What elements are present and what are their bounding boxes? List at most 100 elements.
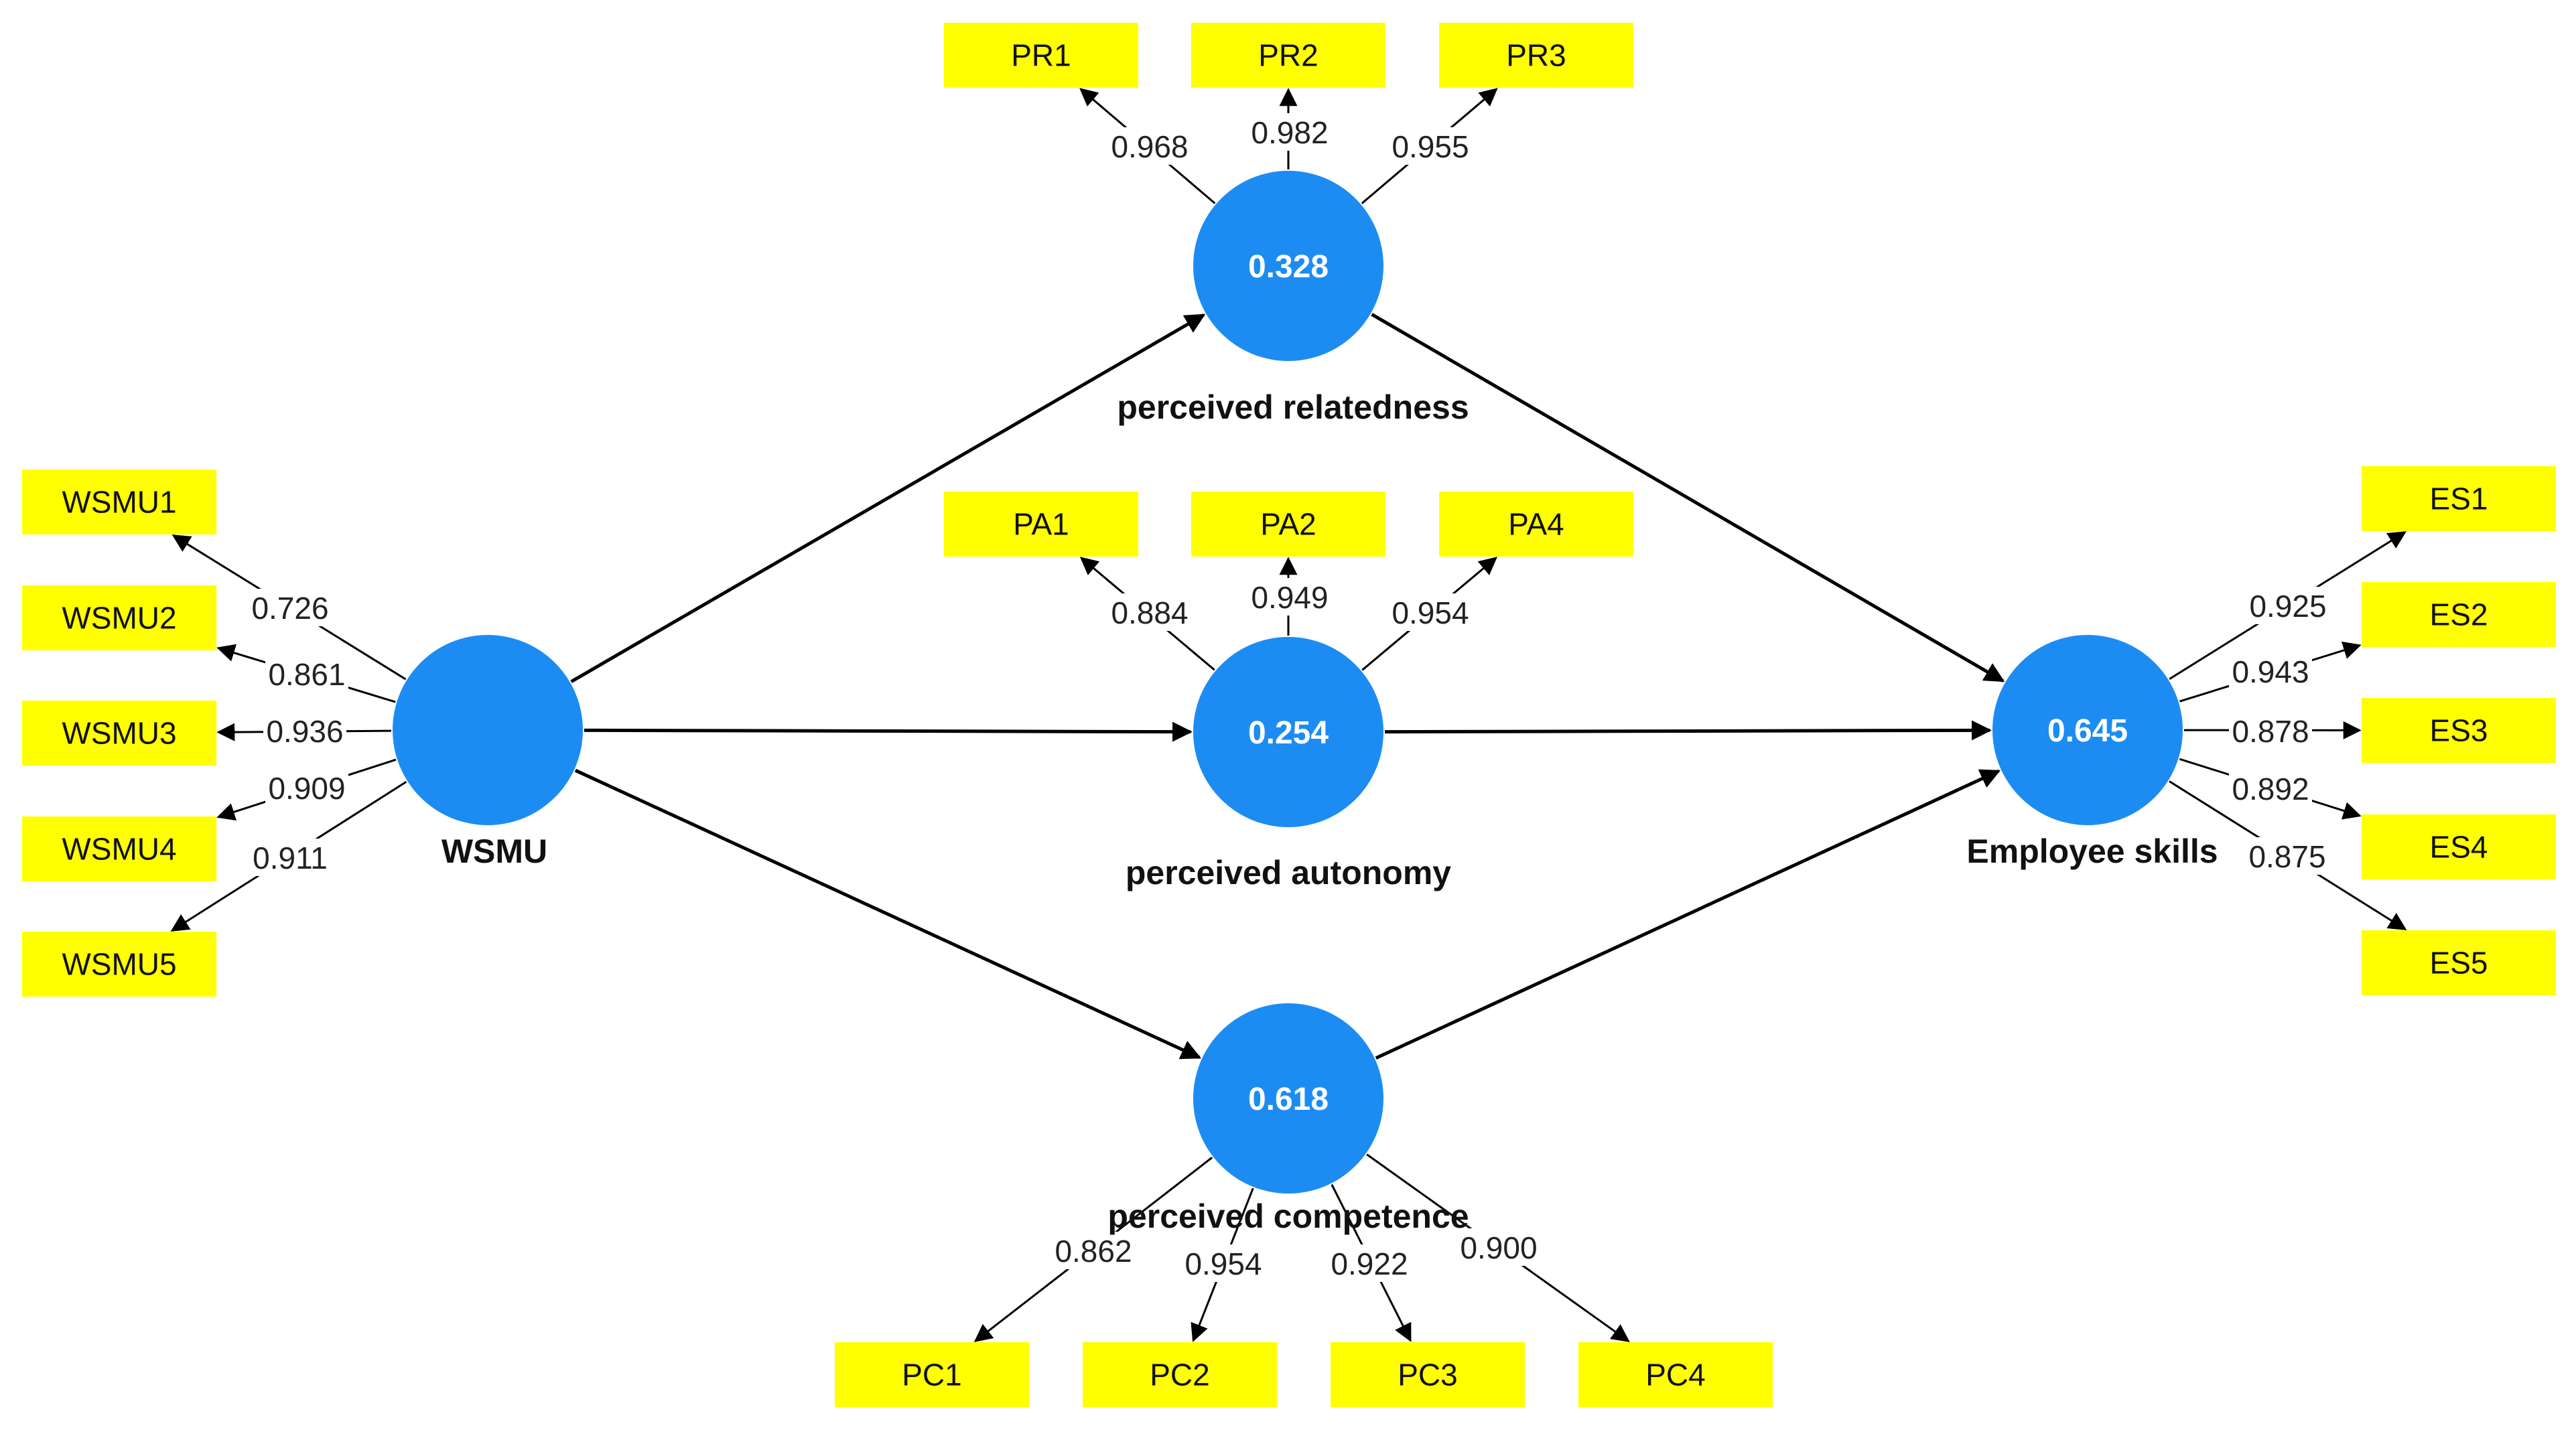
latent-circle-wsmu[interactable]	[393, 635, 583, 825]
indicator-label-pc2: PC2	[1150, 1358, 1209, 1392]
loading-value-es4: 0.892	[2232, 772, 2309, 806]
indicator-box-pa1[interactable]	[944, 492, 1138, 557]
indicator-label-pc3: PC3	[1398, 1358, 1457, 1392]
loading-value-pc4: 0.900	[1460, 1230, 1537, 1265]
loading-label-bg-wsmu4	[265, 769, 348, 806]
indicator-label-wsmu3: WSMU3	[62, 716, 176, 751]
loading-label-bg-es3	[2229, 712, 2312, 749]
loading-label-bg-wsmu3	[263, 712, 346, 749]
loading-value-pc3: 0.922	[1331, 1246, 1408, 1281]
indicator-label-wsmu4: WSMU4	[62, 832, 176, 867]
indicator-label-pa1: PA1	[1013, 507, 1069, 542]
latent-circle-es[interactable]	[1992, 635, 2183, 825]
path-arrow-pr-to-es	[1371, 313, 2005, 682]
loading-label-bg-pc4	[1457, 1228, 1540, 1266]
loading-value-pr1: 0.968	[1111, 129, 1188, 164]
loading-value-es3: 0.878	[2232, 714, 2309, 749]
indicator-box-es3[interactable]	[2362, 698, 2556, 763]
indicator-box-pc2[interactable]	[1083, 1342, 1277, 1407]
indicator-box-wsmu1[interactable]	[22, 470, 216, 534]
latent-name-pr: perceived relatedness	[1117, 388, 1469, 426]
loading-value-pr2: 0.982	[1251, 115, 1328, 150]
indicator-box-pr3[interactable]	[1439, 23, 1633, 88]
loading-label-bg-pc2	[1182, 1244, 1265, 1282]
loading-label-bg-es1	[2246, 587, 2329, 624]
indicator-label-es2: ES2	[2430, 597, 2488, 632]
loading-label-bg-pa2	[1248, 578, 1331, 616]
indicator-box-wsmu3[interactable]	[22, 701, 216, 766]
indicator-box-pa4[interactable]	[1439, 492, 1633, 557]
indicator-box-wsmu2[interactable]	[22, 585, 216, 650]
loading-value-wsmu3: 0.936	[266, 714, 343, 749]
loading-value-pa4: 0.954	[1392, 595, 1469, 630]
loading-value-pc1: 0.862	[1055, 1234, 1132, 1269]
loading-value-wsmu5: 0.911	[253, 841, 328, 875]
latent-circle-pa[interactable]	[1193, 637, 1383, 827]
indicator-label-wsmu2: WSMU2	[62, 601, 176, 636]
latent-circle-pr[interactable]	[1193, 171, 1383, 361]
indicator-label-pr2: PR2	[1258, 38, 1318, 73]
path-arrow-wsmu-to-pc	[574, 768, 1202, 1060]
loading-label-bg-es5	[2246, 837, 2329, 875]
path-arrow-pc-to-es	[1375, 769, 2001, 1060]
latent-variables: WSMU 0.328 perceived relatedness 0.254 perce…	[393, 171, 2218, 1235]
loading-label-bg-pa4	[1389, 593, 1472, 631]
indicator-box-wsmu4[interactable]	[22, 816, 216, 881]
r-squared-value-pr: 0.328	[1248, 249, 1329, 285]
indicator-label-wsmu1: WSMU1	[62, 485, 176, 520]
loading-value-pc2: 0.954	[1184, 1246, 1262, 1281]
loading-label-bg-es2	[2229, 652, 2312, 690]
loading-label-bg-wsmu1	[249, 589, 332, 626]
indicator-box-pr1[interactable]	[944, 23, 1138, 88]
indicator-box-pc1[interactable]	[835, 1342, 1029, 1407]
loading-label-bg-pc1	[1052, 1232, 1135, 1269]
structural-paths	[570, 313, 2005, 1060]
loading-value-es2: 0.943	[2232, 654, 2309, 689]
indicator-box-pr2[interactable]	[1191, 23, 1385, 88]
indicator-label-pr3: PR3	[1506, 38, 1566, 73]
latent-name-wsmu: WSMU	[442, 833, 547, 870]
loading-label-bg-wsmu5	[249, 839, 332, 876]
loading-label-bg-pc3	[1328, 1244, 1411, 1282]
latent-circle-pc[interactable]	[1193, 1003, 1383, 1194]
indicator-box-es1[interactable]	[2362, 466, 2556, 531]
indicator-label-wsmu5: WSMU5	[62, 947, 176, 982]
loading-value-es5: 0.875	[2248, 839, 2325, 874]
path-arrow-wsmu-to-pa	[584, 721, 1193, 742]
latent-name-es: Employee skills	[1966, 833, 2218, 870]
indicator-label-pc4: PC4	[1645, 1358, 1705, 1392]
loading-value-es1: 0.925	[2249, 589, 2326, 624]
latent-name-pc: perceived competence	[1107, 1198, 1469, 1235]
path-arrow-wsmu-to-pr	[570, 313, 1206, 683]
loading-value-pr3: 0.955	[1392, 129, 1469, 164]
latent-name-pa: perceived autonomy	[1126, 854, 1451, 891]
loading-label-bg-wsmu2	[265, 655, 348, 693]
path-arrow-pa-to-es	[1384, 720, 1992, 741]
indicator-label-es3: ES3	[2430, 713, 2488, 748]
indicator-label-es1: ES1	[2430, 482, 2488, 516]
indicator-box-wsmu5[interactable]	[22, 932, 216, 997]
indicator-label-es5: ES5	[2430, 946, 2488, 981]
r-squared-value-pa: 0.254	[1248, 715, 1329, 751]
loading-label-bg-pr3	[1389, 127, 1472, 165]
loading-value-wsmu4: 0.909	[268, 771, 345, 806]
indicator-label-pa2: PA2	[1260, 507, 1316, 542]
loading-label-bg-pr1	[1108, 127, 1191, 165]
loading-label-bg-pr2	[1248, 113, 1331, 151]
loading-value-pa1: 0.884	[1111, 595, 1188, 630]
r-squared-value-es: 0.645	[2047, 713, 2128, 749]
indicator-box-pa2[interactable]	[1191, 492, 1385, 557]
indicator-box-pc4[interactable]	[1578, 1342, 1773, 1407]
indicator-label-pr1: PR1	[1011, 38, 1071, 73]
loading-value-pa2: 0.949	[1251, 580, 1328, 615]
indicator-box-es2[interactable]	[2362, 582, 2556, 647]
indicator-label-es4: ES4	[2430, 830, 2488, 865]
indicator-box-es4[interactable]	[2362, 814, 2556, 879]
indicator-box-pc3[interactable]	[1331, 1342, 1525, 1407]
loading-label-bg-pa1	[1108, 593, 1191, 631]
indicator-box-es5[interactable]	[2362, 930, 2556, 995]
indicator-label-pc1: PC1	[902, 1358, 961, 1392]
